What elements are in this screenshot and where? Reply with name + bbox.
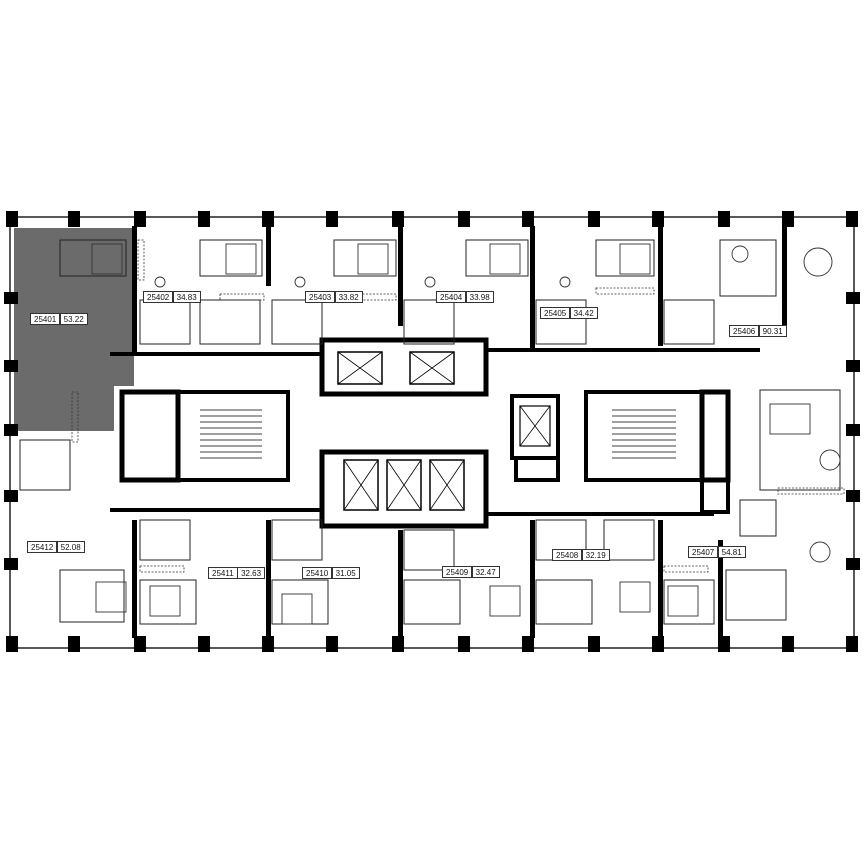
unit-area: 34.83 <box>172 291 201 303</box>
columns-top <box>6 211 858 227</box>
unit-label-25411[interactable]: 25411 32.63 <box>208 567 266 579</box>
unit-label-25401[interactable]: 25401 53.22 <box>30 313 88 325</box>
unit-area: 53.22 <box>59 313 88 325</box>
unit-id: 25412 <box>27 541 58 553</box>
unit-area: 32.47 <box>471 566 500 578</box>
kitchen-counters <box>71 239 845 573</box>
unit-area: 32.63 <box>237 567 266 579</box>
unit-id: 25407 <box>688 546 719 558</box>
unit-label-25412[interactable]: 25412 52.08 <box>27 541 85 553</box>
unit-id: 25406 <box>729 325 760 337</box>
unit-label-25408[interactable]: 25408 32.19 <box>552 549 610 561</box>
unit-label-25406[interactable]: 25406 90.31 <box>729 325 787 337</box>
unit-area: 54.81 <box>717 546 746 558</box>
unit-id: 25404 <box>436 291 467 303</box>
unit-area: 52.08 <box>56 541 85 553</box>
party-walls-top <box>132 226 787 356</box>
unit-area: 90.31 <box>758 325 787 337</box>
unit-label-25410[interactable]: 25410 31.05 <box>302 567 360 579</box>
columns-side <box>4 292 860 570</box>
unit-label-25409[interactable]: 25409 32.47 <box>442 566 500 578</box>
unit-25401-highlight[interactable] <box>14 228 134 386</box>
unit-label-25405[interactable]: 25405 34.42 <box>540 307 598 319</box>
unit-id: 25405 <box>540 307 571 319</box>
columns-bottom <box>6 636 858 652</box>
unit-id: 25409 <box>442 566 473 578</box>
furniture <box>91 243 841 625</box>
corridor-walls <box>110 348 760 516</box>
unit-label-25402[interactable]: 25402 34.83 <box>143 291 201 303</box>
unit-id: 25408 <box>552 549 583 561</box>
unit-area: 34.42 <box>569 307 598 319</box>
building-outline <box>9 216 855 649</box>
unit-label-25404[interactable]: 25404 33.98 <box>436 291 494 303</box>
unit-label-25403[interactable]: 25403 33.82 <box>305 291 363 303</box>
unit-id: 25410 <box>302 567 333 579</box>
unit-area: 31.05 <box>331 567 360 579</box>
unit-area: 33.82 <box>334 291 363 303</box>
unit-id: 25411 <box>208 567 238 579</box>
unit-area: 33.98 <box>465 291 494 303</box>
unit-area: 32.19 <box>581 549 610 561</box>
unit-25401-highlight-lower[interactable] <box>14 386 114 431</box>
unit-id: 25402 <box>143 291 174 303</box>
unit-id: 25401 <box>30 313 61 325</box>
stairwells <box>119 389 731 514</box>
unit-id: 25403 <box>305 291 336 303</box>
unit-label-25407[interactable]: 25407 54.81 <box>688 546 746 558</box>
party-walls-bottom <box>132 520 723 638</box>
